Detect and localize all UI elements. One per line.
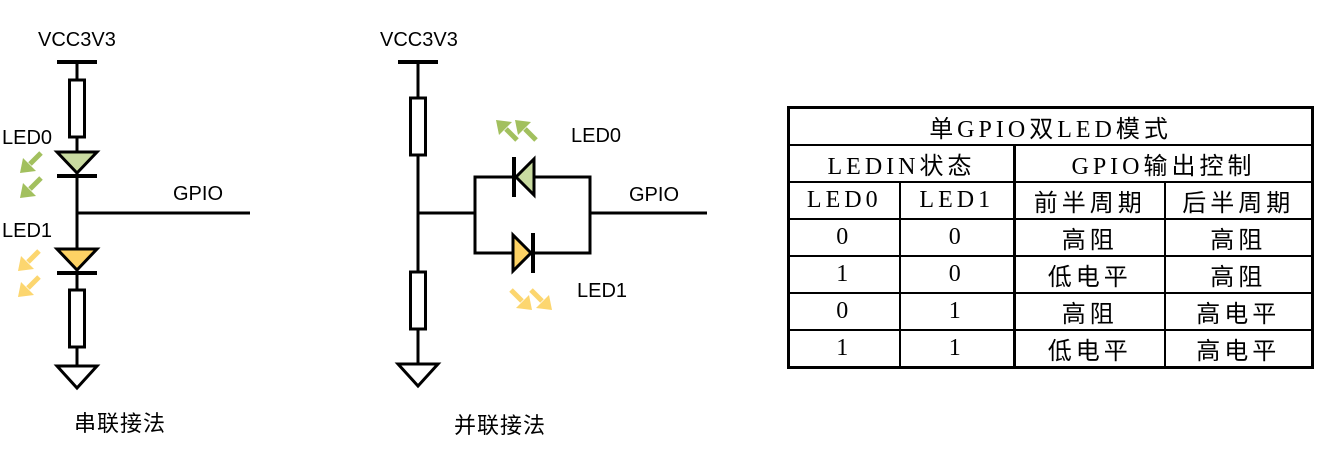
cell: 0	[898, 218, 1016, 257]
resistor-icon	[68, 78, 86, 139]
ground-icon	[394, 362, 442, 389]
cell: 低电平	[1013, 255, 1166, 294]
cell: 高电平	[1163, 329, 1314, 369]
resistor-icon	[68, 288, 86, 349]
led0-diode-icon	[512, 155, 536, 199]
parallel-caption: 并联接法	[454, 413, 547, 438]
table-row: 0 0 高阻 高阻	[787, 218, 1314, 257]
cell: 1	[898, 329, 1016, 369]
series-circuit-drawing	[18, 60, 250, 391]
led0-emission-arrows-icon	[496, 120, 538, 142]
gpio-mode-table: 单GPIO双LED模式 LEDIN状态 GPIO输出控制 LED0 LED1 前…	[787, 106, 1315, 369]
parallel-led1-label: LED1	[577, 280, 628, 302]
cell: 高阻	[1163, 255, 1314, 294]
col-header-led0: LED0	[787, 181, 901, 220]
ground-icon	[53, 364, 101, 391]
table-header-row: LED0 LED1 前半周期 后半周期	[787, 181, 1314, 220]
cell: 高阻	[1013, 292, 1166, 331]
led1-diode-icon	[53, 247, 101, 273]
group-header-gpio: GPIO输出控制	[1012, 144, 1314, 183]
series-led0-label: LED0	[2, 127, 53, 149]
cell: 高电平	[1163, 292, 1314, 331]
parallel-gpio-label: GPIO	[629, 184, 680, 206]
table-row: 1 1 低电平 高电平	[787, 329, 1314, 369]
led1-emission-arrows-icon	[509, 288, 552, 310]
table-row: 0 1 高阻 高电平	[787, 292, 1314, 331]
resistor-icon	[409, 96, 427, 157]
cell: 低电平	[1013, 329, 1166, 369]
cell: 高阻	[1013, 218, 1166, 257]
led1-emission-arrows-icon	[18, 249, 41, 297]
cell: 1	[787, 255, 901, 294]
parallel-circuit-drawing	[394, 60, 707, 389]
series-power-label: VCC3V3	[38, 29, 116, 51]
led0-emission-arrows-icon	[20, 151, 43, 198]
col-header-second-half: 后半周期	[1163, 181, 1314, 220]
series-gpio-label: GPIO	[173, 183, 224, 205]
col-header-led1: LED1	[898, 181, 1016, 220]
table-title-row: 单GPIO双LED模式	[787, 106, 1314, 146]
cell: 0	[787, 292, 901, 331]
table-title: 单GPIO双LED模式	[787, 106, 1314, 146]
cell: 1	[787, 329, 901, 369]
parallel-led0-label: LED0	[571, 125, 622, 147]
parallel-power-label: VCC3V3	[380, 29, 458, 51]
series-led1-label: LED1	[2, 220, 53, 242]
series-caption: 串联接法	[74, 411, 167, 436]
table-group-header-row: LEDIN状态 GPIO输出控制	[787, 144, 1314, 183]
table-row: 1 0 低电平 高阻	[787, 255, 1314, 294]
col-header-first-half: 前半周期	[1013, 181, 1166, 220]
group-header-ledin: LEDIN状态	[787, 144, 1016, 183]
cell: 0	[898, 255, 1016, 294]
cell: 0	[787, 218, 901, 257]
cell: 高阻	[1163, 218, 1314, 257]
led1-diode-icon	[511, 231, 535, 275]
cell: 1	[898, 292, 1016, 331]
resistor-icon	[409, 270, 427, 331]
led0-diode-icon	[53, 150, 101, 176]
